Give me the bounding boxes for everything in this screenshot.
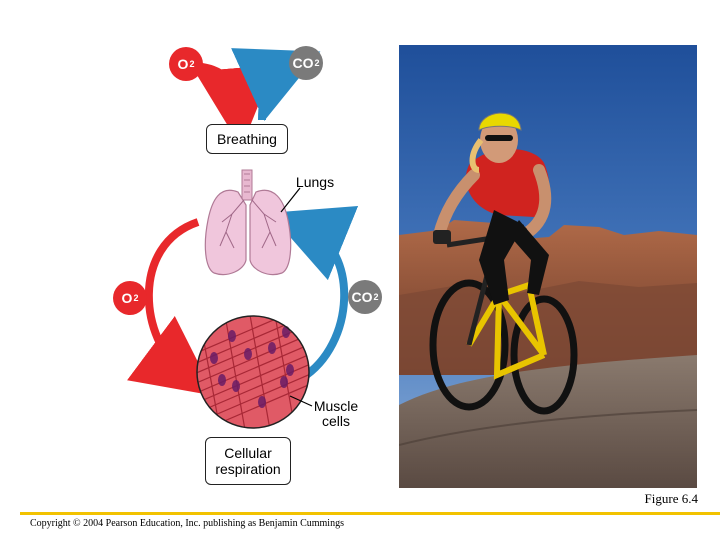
respiration-diagram <box>127 48 359 429</box>
lungs-pointer-line <box>280 187 301 213</box>
breathing-label-text: Breathing <box>217 131 277 147</box>
co2-badge-right-sub: 2 <box>373 292 379 302</box>
o2-badge-top-sub: 2 <box>189 59 195 69</box>
lungs-illustration <box>204 169 292 276</box>
cellular-label-line2: respiration <box>215 461 281 477</box>
rock-ground <box>399 355 697 488</box>
cellular-respiration-label: Cellular respiration <box>205 437 291 485</box>
muscle-cells-illustration <box>196 315 310 429</box>
breathing-label: Breathing <box>206 124 288 154</box>
muscle-label-line2: cells <box>321 413 350 429</box>
o2-intake-arrow-top <box>194 63 275 148</box>
cellular-label-line1: Cellular <box>224 445 272 461</box>
co2-badge-top-text: CO <box>292 55 314 71</box>
co2-exhale-arrow-top <box>231 48 321 121</box>
o2-badge-top-text: O <box>177 56 189 72</box>
o2-badge-left-text: O <box>121 290 133 306</box>
o2-delivery-arrow <box>127 218 216 396</box>
rider <box>433 112 552 305</box>
o2-badge-left-sub: 2 <box>133 293 139 303</box>
co2-badge-top-sub: 2 <box>314 58 320 68</box>
co2-return-arrow <box>268 206 359 382</box>
cyclist-photo <box>399 45 697 488</box>
muscle-cells-label: Muscle cells <box>306 399 366 429</box>
footer-rule <box>20 512 720 515</box>
copyright-notice: Copyright © 2004 Pearson Education, Inc.… <box>30 518 344 529</box>
co2-badge-right-text: CO <box>351 289 373 305</box>
muscle-pointer-line <box>289 395 313 407</box>
muscle-label-line1: Muscle <box>313 398 359 414</box>
figure-number: Figure 6.4 <box>644 491 698 506</box>
lungs-label: Lungs <box>295 174 335 190</box>
